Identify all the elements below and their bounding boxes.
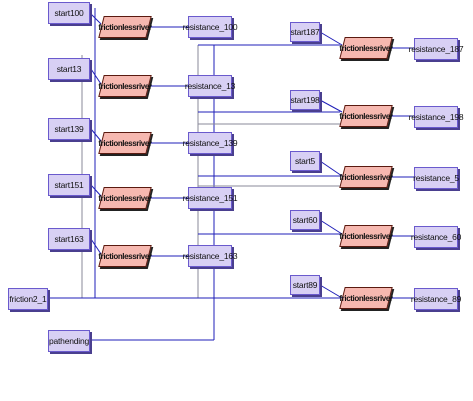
process-frictionlessriver-1[interactable]: frictionlessriver (98, 16, 152, 38)
node-start5[interactable]: start5 (290, 151, 320, 171)
process-frictionlessriver-8[interactable]: frictionlessriver (339, 166, 393, 188)
node-resistance-198[interactable]: resistance_198 (409, 106, 464, 128)
node-pathending[interactable]: pathending (48, 330, 90, 352)
process-frictionlessriver-7[interactable]: frictionlessriver (339, 105, 393, 127)
node-start187[interactable]: start187 (290, 22, 320, 42)
node-resistance-100[interactable]: resistance_100 (183, 16, 238, 38)
node-resistance-13[interactable]: resistance_13 (185, 75, 235, 97)
node-resistance-5[interactable]: resistance_5 (413, 167, 459, 189)
process-frictionlessriver-2[interactable]: frictionlessriver (98, 75, 152, 97)
node-resistance-60[interactable]: resistance_60 (411, 226, 461, 248)
node-resistance-139[interactable]: resistance_139 (183, 132, 238, 154)
node-resistance-89[interactable]: resistance_89 (411, 288, 461, 310)
process-frictionlessriver-9[interactable]: frictionlessriver (339, 225, 393, 247)
process-frictionlessriver-3[interactable]: frictionlessriver (98, 132, 152, 154)
process-frictionlessriver-5[interactable]: frictionlessriver (98, 245, 152, 267)
node-friction2-1[interactable]: friction2_1 (8, 288, 48, 310)
node-start139[interactable]: start139 (48, 118, 90, 140)
node-start151[interactable]: start151 (48, 174, 90, 196)
process-frictionlessriver-4[interactable]: frictionlessriver (98, 187, 152, 209)
node-resistance-151[interactable]: resistance_151 (183, 187, 238, 209)
node-start198[interactable]: start198 (290, 90, 320, 110)
node-start60[interactable]: start60 (290, 210, 320, 230)
node-start163[interactable]: start163 (48, 228, 90, 250)
node-resistance-187[interactable]: resistance_187 (409, 38, 464, 60)
process-frictionlessriver-6[interactable]: frictionlessriver (339, 37, 393, 59)
node-start13[interactable]: start13 (48, 58, 90, 80)
process-frictionlessriver-10[interactable]: frictionlessriver (339, 287, 393, 309)
node-start100[interactable]: start100 (48, 2, 90, 24)
node-start89[interactable]: start89 (290, 275, 320, 295)
node-resistance-163[interactable]: resistance_163 (183, 245, 238, 267)
